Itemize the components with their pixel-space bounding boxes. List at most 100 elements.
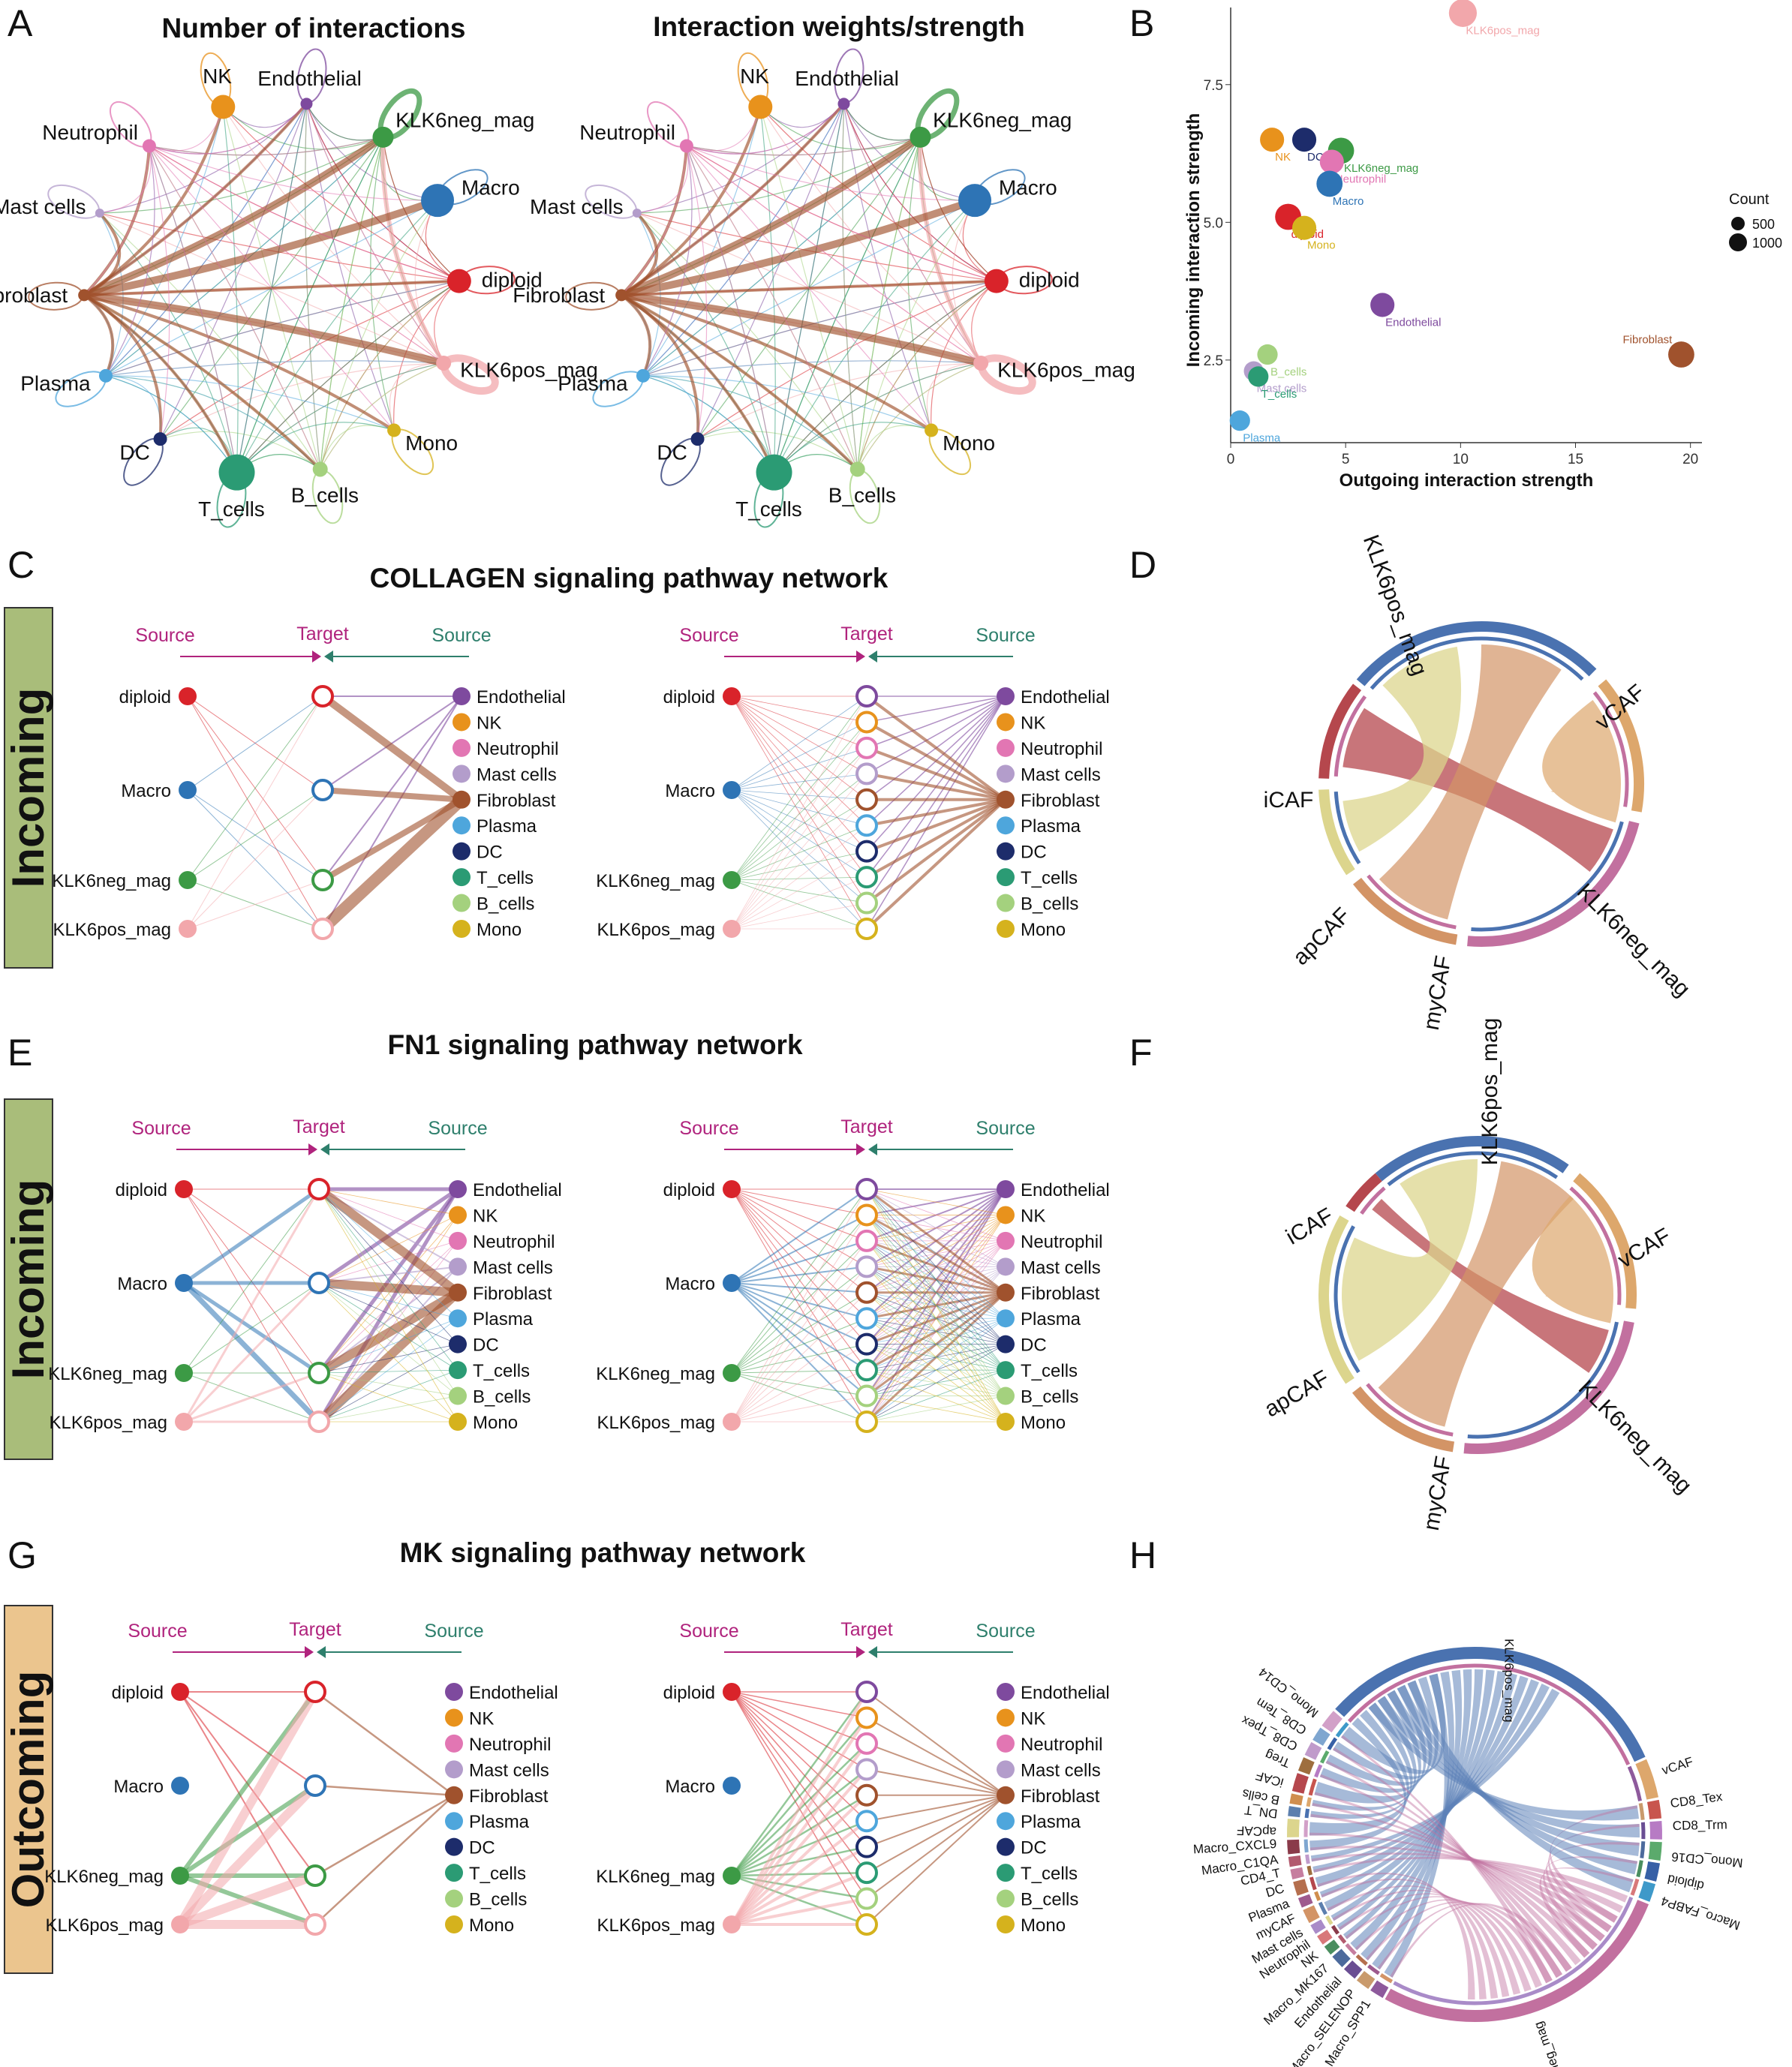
network-edge xyxy=(105,146,155,377)
chord-h-sector-vcaf xyxy=(1635,1759,1659,1800)
network-edge xyxy=(759,107,982,364)
arrowhead-right xyxy=(317,1646,326,1658)
node-klk6neg-mag xyxy=(910,126,931,148)
target-node-fibroblast xyxy=(855,1783,878,1807)
source-label-mast-cells: Mast cells xyxy=(1021,765,1101,785)
edge-right xyxy=(866,1188,1006,1344)
source-node-diploid xyxy=(723,1683,741,1701)
chord-h-sector-cd8-tem xyxy=(1312,1727,1330,1746)
ribbon-apcaf xyxy=(1342,1159,1478,1361)
edge-left xyxy=(731,1717,867,1876)
arrowhead-left xyxy=(308,1143,317,1155)
network-edge xyxy=(149,137,383,156)
network-edge xyxy=(642,375,932,431)
scatter-label-dc: DC xyxy=(1307,151,1324,164)
target-node-t-cells xyxy=(855,866,878,889)
source-label-plasma: Plasma xyxy=(1021,1309,1081,1329)
source-label-endothelial: Endothelial xyxy=(1021,1683,1110,1703)
source-label-diploid: diploid xyxy=(663,1683,715,1703)
ribbon-vcaf xyxy=(1532,1195,1613,1323)
ribbon-mycaf xyxy=(1378,1161,1574,1427)
network-edge xyxy=(105,375,395,431)
target-node-klk6pos-mag xyxy=(304,1913,326,1936)
network-edge xyxy=(99,146,152,214)
source-node-dc xyxy=(449,1335,467,1353)
source-node-nk xyxy=(449,1206,467,1224)
edge-right xyxy=(318,1188,459,1215)
chord-h-subtrack xyxy=(1638,1803,1645,1820)
y-axis-title: Incoming interaction strength xyxy=(1183,113,1204,368)
scatter-point-nk xyxy=(1260,128,1285,152)
source-node-fibroblast xyxy=(997,790,1015,809)
network-edge xyxy=(320,425,395,470)
edge-right xyxy=(317,1188,459,1374)
panel-letter-d: D xyxy=(1129,544,1156,586)
source-label-mono: Mono xyxy=(1021,1413,1066,1433)
edge-left xyxy=(731,789,867,878)
edge-right xyxy=(318,1396,459,1423)
network-edge xyxy=(620,293,652,377)
edge-right xyxy=(318,1282,459,1371)
source-label-dc: DC xyxy=(1021,1335,1047,1356)
edge-left xyxy=(731,1845,867,1926)
source-header-left: Source xyxy=(128,1621,187,1642)
source-node-mast-cells xyxy=(997,1257,1015,1276)
network-edge xyxy=(320,200,438,470)
source-label-neutrophil: Neutrophil xyxy=(1021,1232,1102,1252)
chord-h-subtrack xyxy=(1630,1878,1640,1896)
edge-left xyxy=(731,696,867,826)
edge-left xyxy=(731,1188,867,1215)
source-label-mono: Mono xyxy=(1021,1915,1066,1936)
source-node-dc xyxy=(997,1837,1015,1856)
chord-h-sector-macro-fabp4 xyxy=(1638,1880,1656,1902)
network-edge xyxy=(686,137,921,156)
network-edge xyxy=(83,293,115,377)
source-node-diploid xyxy=(723,1180,741,1198)
edge-left xyxy=(731,1317,867,1374)
source-label-fibroblast: Fibroblast xyxy=(1021,1786,1100,1807)
target-node-b-cells xyxy=(855,1887,878,1910)
sidebar-c-label: Incoming xyxy=(3,688,53,888)
target-node-fibroblast xyxy=(855,788,878,811)
sidebar-g-label: Outcoming xyxy=(3,1671,53,1909)
target-header: Target xyxy=(289,1619,341,1640)
edge-left xyxy=(731,876,867,881)
source-header-right: Source xyxy=(976,625,1035,646)
edge-left xyxy=(176,1782,319,1928)
edge-right xyxy=(866,1215,1006,1423)
edge-left xyxy=(731,879,867,903)
arrowhead-left xyxy=(856,1143,865,1155)
source-node-endothelial xyxy=(997,1180,1015,1198)
node-label-klk6pos-mag: KLK6pos_mag xyxy=(460,359,598,382)
ribbon-klk6pos xyxy=(1309,1717,1407,1851)
chord-h-subtrack xyxy=(1379,1973,1394,1984)
network-edge xyxy=(305,104,460,282)
source-label-plasma: Plasma xyxy=(473,1309,534,1329)
source-label-dc: DC xyxy=(1021,1838,1047,1858)
network-edge xyxy=(971,281,997,364)
chord-diagram-mk: KLK6pos_magvCAFCD8_TexCD8_TrmMono_CD16di… xyxy=(1192,1639,1743,2067)
source-node-b-cells xyxy=(445,1889,463,1908)
source-label-fibroblast: Fibroblast xyxy=(469,1786,549,1807)
scatter-label-klk6pos-mag: KLK6pos_mag xyxy=(1466,24,1539,37)
edge-right xyxy=(318,1240,459,1284)
source-node-plasma xyxy=(445,1812,463,1831)
node-dc xyxy=(690,432,705,446)
chord-h-subtrack xyxy=(1627,1765,1642,1801)
chord-h-sector-dn-t xyxy=(1288,1806,1301,1818)
source-node-t-cells xyxy=(453,868,471,887)
source-label-klk6neg-mag: KLK6neg_mag xyxy=(596,1364,715,1384)
edge-right xyxy=(866,798,1006,828)
edge-right xyxy=(866,1188,1006,1396)
source-label-nk: NK xyxy=(473,1206,498,1226)
edge-right xyxy=(318,1188,459,1396)
source-node-diploid xyxy=(171,1683,189,1701)
node-diploid xyxy=(446,269,471,293)
chord-h-label-apcaf: apCAF xyxy=(1237,1823,1277,1839)
node-mast-cells xyxy=(95,209,104,218)
source-label-macro: Macro xyxy=(665,1777,715,1797)
target-node-nk xyxy=(855,711,878,734)
chord-sector-apcaf xyxy=(1318,1215,1355,1384)
ribbon-vcaf xyxy=(1542,700,1621,823)
